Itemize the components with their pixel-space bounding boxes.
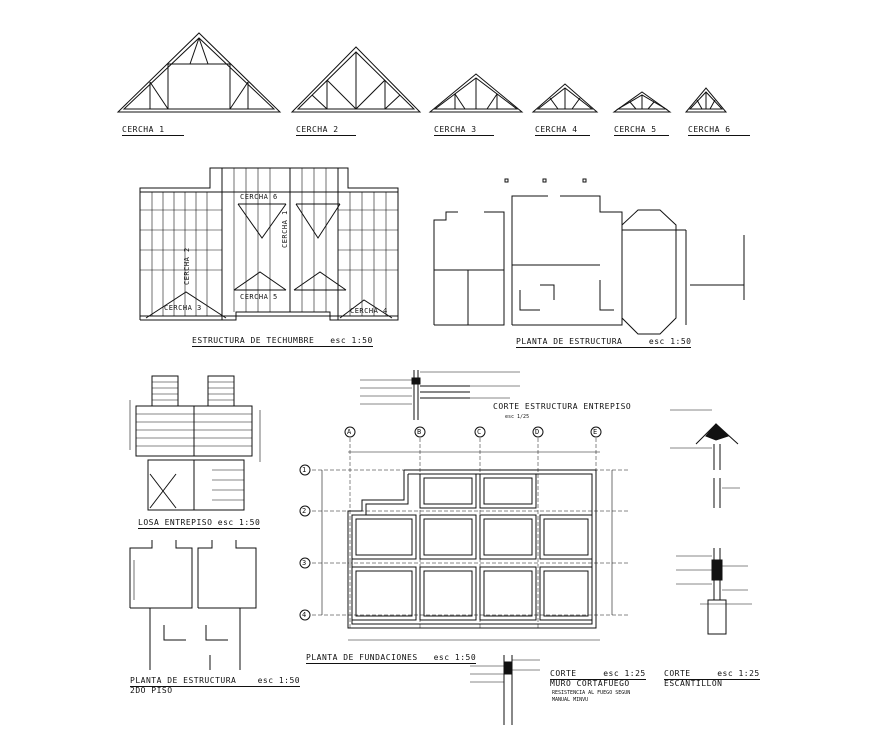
cercha-2-label: CERCHA 2 (296, 125, 356, 136)
roof-structure-title: ESTRUCTURA DE TECHUMBRE esc 1:50 (192, 336, 373, 347)
firewall-subtitle: MURO CORTAFUEGO (550, 679, 630, 688)
second-floor-title: PLANTA DE ESTRUCTURA esc 1:50 (130, 676, 301, 687)
cercha-5-label: CERCHA 5 (614, 125, 669, 136)
escantillon-subtitle: ESCANTILLON (664, 679, 723, 688)
slab-plan (129, 375, 261, 511)
entrepiso-section-title: CORTE ESTRUCTURA ENTREPISO (493, 402, 632, 411)
truss-cercha-5 (612, 91, 672, 113)
roof-structure-plan (139, 167, 399, 321)
second-floor-title-text: PLANTA DE ESTRUCTURA (130, 676, 237, 685)
escantillon-title: CORTE esc 1:25 (664, 669, 760, 680)
axis-label-e: E (593, 428, 598, 436)
roof-title-text: ESTRUCTURA DE TECHUMBRE (192, 336, 315, 345)
roof-tag-cercha-4: CERCHA 4 (350, 307, 388, 315)
roof-tag-cercha-1: CERCHA 1 (281, 210, 289, 248)
firewall-title: CORTE esc 1:25 (550, 669, 646, 680)
roof-tag-cercha-2: CERCHA 2 (183, 247, 191, 285)
firewall-title-text: CORTE (550, 669, 577, 678)
firewall-scale-text: esc 1:25 (603, 669, 646, 678)
cercha-6-label: CERCHA 6 (688, 125, 750, 136)
structure-plan-title-text: PLANTA DE ESTRUCTURA (516, 337, 623, 346)
structure-plan-title: PLANTA DE ESTRUCTURA esc 1:50 (516, 337, 692, 348)
escantillon-scale-text: esc 1:25 (717, 669, 760, 678)
second-floor-plan (129, 540, 257, 670)
axis-label-a: A (347, 428, 352, 436)
foundation-title: PLANTA DE FUNDACIONES esc 1:50 (306, 653, 477, 664)
foundation-scale-text: esc 1:50 (433, 653, 477, 662)
escantillon-title-text: CORTE (664, 669, 691, 678)
truss-cercha-6 (684, 87, 728, 113)
axis-label-4: 4 (302, 611, 307, 619)
cercha-4-label: CERCHA 4 (535, 125, 590, 136)
firewall-detail (470, 655, 540, 725)
roof-scale-text: esc 1:50 (330, 336, 373, 345)
second-floor-subtitle: 2DO PISO (130, 686, 173, 695)
structure-plan-scale-text: esc 1:50 (648, 337, 692, 346)
axis-label-3: 3 (302, 559, 307, 567)
truss-cercha-3 (428, 73, 524, 113)
axis-label-2: 2 (302, 507, 307, 515)
foundation-title-text: PLANTA DE FUNDACIONES (306, 653, 418, 662)
axis-label-b: B (417, 428, 422, 436)
entrepiso-section-detail (360, 370, 520, 420)
truss-cercha-4 (531, 83, 599, 113)
cercha-3-label: CERCHA 3 (434, 125, 494, 136)
foundation-plan (299, 426, 630, 641)
second-floor-scale-text: esc 1:50 (257, 676, 301, 685)
truss-cercha-1 (116, 32, 282, 113)
cercha-1-label: CERCHA 1 (122, 125, 184, 136)
entrepiso-section-scale: esc 1/25 (505, 414, 530, 420)
firewall-note-2: MANUAL MINVU (552, 697, 589, 703)
firewall-note-1: RESISTENCIA AL FUEGO SEGUN (552, 690, 631, 696)
roof-tag-cercha-6: CERCHA 6 (240, 193, 278, 201)
roof-tag-cercha-3: CERCHA 3 (164, 304, 202, 312)
escantillon-detail (670, 409, 752, 635)
slab-title: LOSA ENTREPISO esc 1:50 (138, 518, 261, 529)
axis-label-d: D (535, 428, 540, 436)
roof-tag-cercha-5: CERCHA 5 (240, 293, 278, 301)
structure-floor-plan (433, 178, 745, 335)
axis-label-c: C (477, 428, 482, 436)
axis-label-1: 1 (302, 466, 307, 474)
truss-cercha-2 (290, 46, 422, 113)
